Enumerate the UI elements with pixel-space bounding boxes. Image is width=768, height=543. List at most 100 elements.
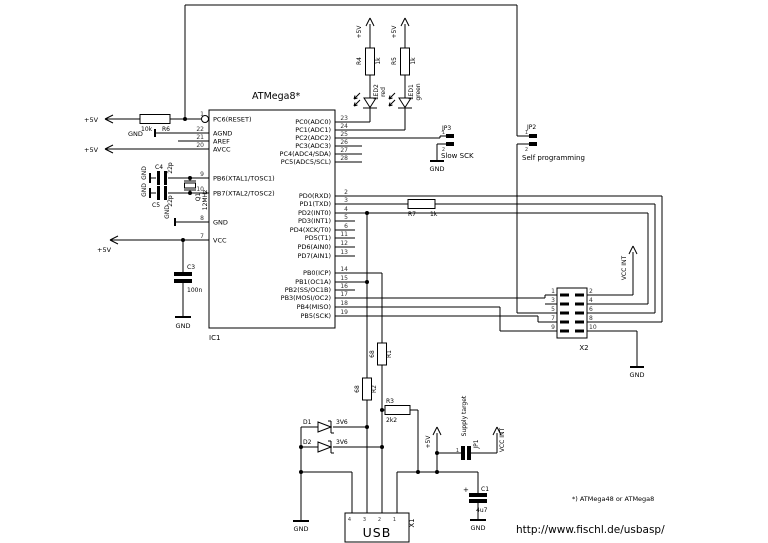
junction-dot	[365, 425, 369, 429]
gnd-label: GND	[164, 205, 171, 219]
r5-ref: R5	[391, 57, 398, 65]
gnd-label: GND	[471, 524, 486, 532]
ic-pin-label: PB5(SCK)	[300, 312, 331, 320]
x2-ref: X2	[579, 344, 588, 352]
x2-pad	[575, 320, 584, 324]
d1-ref: D1	[303, 419, 312, 426]
x2-pin-number: 9	[551, 324, 555, 331]
x2-pad	[575, 311, 584, 315]
r4-value: 1k	[375, 57, 382, 65]
ic-pin-number: 14	[340, 266, 348, 273]
ic-pin-number: 19	[340, 309, 348, 316]
vccint-label: VCC INT	[499, 428, 506, 453]
crystal-q1	[184, 180, 196, 191]
ic-pin-number: 27	[340, 147, 348, 154]
junction-dot	[299, 445, 303, 449]
diode-d1-triangle	[317, 421, 333, 433]
gnd-label: GND	[630, 371, 645, 379]
usb-pin-number: 3	[363, 517, 366, 523]
r6-value: 10k	[141, 126, 153, 133]
v5-label: +5V	[356, 25, 363, 39]
jp2-ref: JP2	[526, 124, 536, 131]
led2-value: red	[380, 87, 387, 97]
led2-ref: LED2	[373, 84, 380, 100]
c3-value: 100n	[187, 287, 202, 294]
ic-pin-label: AGND	[213, 130, 232, 138]
resistor-r6-body	[139, 114, 171, 124]
crystal-plates	[184, 180, 196, 191]
r2-value: 68	[354, 385, 361, 393]
ic-pin-number: 26	[340, 139, 348, 146]
jp2-pin-number: 1	[525, 130, 528, 136]
diode-d2-triangle	[317, 441, 333, 453]
ic-pin-number: 8	[200, 215, 204, 222]
jp3-pin-number: 2	[442, 147, 445, 153]
r7-ref: R7	[408, 211, 416, 218]
ic-pin-number: 7	[200, 233, 204, 240]
x2-pin-number: 6	[589, 306, 593, 313]
ic-pin-label: PB6(XTAL1/TOSC1)	[213, 175, 275, 183]
ic-pin-label: PC5(ADC5/SCL)	[281, 158, 331, 166]
junction-dots	[181, 117, 439, 474]
junction-dot	[183, 117, 187, 121]
cap-c4-plate	[157, 171, 160, 185]
junction-dot	[188, 191, 192, 195]
r2-ref: R2	[371, 385, 378, 393]
ic-pin-number: 6	[344, 223, 348, 230]
ic-pin-number: 1	[200, 111, 204, 118]
x2-pad	[575, 329, 584, 333]
junction-dot	[365, 280, 369, 284]
ic-pin-number: 23	[340, 115, 348, 122]
footnote: *) ATMega48 or ATMega8	[572, 495, 654, 503]
r5-value: 1k	[410, 57, 417, 65]
ic-pin-number: 24	[340, 123, 348, 130]
junction-dot	[299, 470, 303, 474]
ic-pin-number: 21	[196, 134, 204, 141]
v5-label: +5V	[391, 25, 398, 39]
ic-pin-number: 17	[340, 291, 348, 298]
x2-pin-number: 1	[551, 288, 555, 295]
resistor-r2-body	[362, 377, 372, 401]
ic-pin-label: PB3(MOSI/OC2)	[281, 294, 331, 302]
r3-value: 2k2	[386, 417, 397, 424]
ic-pin-label: PC6(RESET)	[213, 116, 252, 124]
jp1-pin2-pad	[467, 446, 471, 460]
junction-dot	[435, 470, 439, 474]
junction-dot	[380, 445, 384, 449]
ic-pin-number: 11	[340, 231, 348, 238]
x2-pad	[560, 329, 569, 333]
junction-dot	[380, 408, 384, 412]
ic-pin-label: PB7(XTAL2/TOSC2)	[213, 190, 275, 198]
resistor-r7-body	[407, 199, 436, 209]
ground-bars	[149, 129, 644, 522]
ic-pin-number: 13	[340, 249, 348, 256]
x2-pin-number: 7	[551, 315, 555, 322]
x2-pin-number: 4	[589, 297, 593, 304]
r3-ref: R3	[386, 398, 394, 405]
v5-label: +5V	[84, 146, 99, 154]
jp3-pin2-pad	[446, 142, 454, 146]
jp1-pin1-pad	[461, 446, 465, 460]
v5-label: +5V	[84, 116, 99, 124]
cap-c1-plate	[469, 499, 487, 503]
gnd-label: GND	[141, 166, 148, 180]
cap-c1-plate	[469, 493, 487, 497]
ic-pin-label: PC2(ADC2)	[295, 134, 331, 142]
isp-connector-x2	[556, 287, 588, 339]
ic-pin-label: PD6(AIN0)	[298, 243, 332, 251]
resistor-r5-body	[400, 47, 410, 76]
leds	[363, 97, 412, 109]
r4-ref: R4	[356, 57, 363, 65]
ic-pin-number: 4	[344, 206, 348, 213]
c4-ref: C4	[155, 164, 163, 171]
ic-pin-number: 10	[196, 186, 204, 193]
junction-dot	[416, 470, 420, 474]
gnd-label: GND	[176, 322, 191, 330]
d1-value: 3V6	[336, 419, 348, 426]
ic-pin-number: 9	[200, 171, 204, 178]
ic-pin-number: 25	[340, 131, 348, 138]
crystal-body	[184, 182, 196, 189]
ic-pin-label: VCC	[213, 237, 227, 245]
led2-triangle	[363, 97, 377, 109]
